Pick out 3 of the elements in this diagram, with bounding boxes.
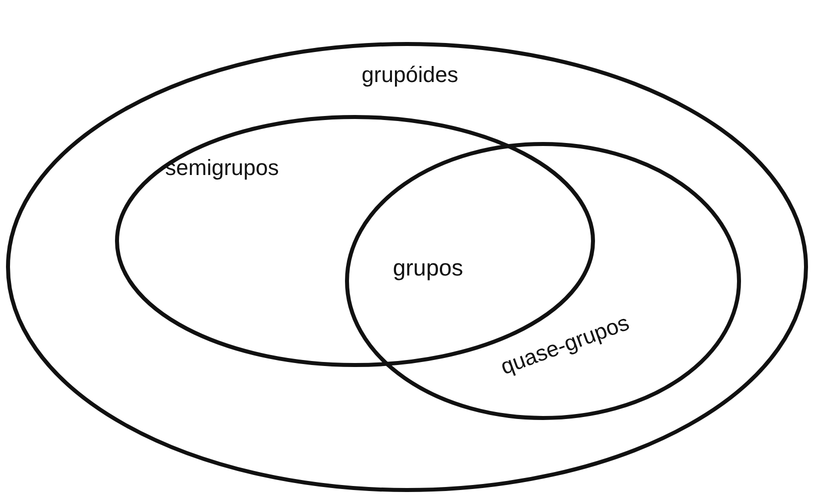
intersection-label: grupos bbox=[392, 254, 464, 282]
set-label: semigrupos bbox=[165, 155, 279, 181]
set-label: grupóides bbox=[362, 62, 458, 88]
